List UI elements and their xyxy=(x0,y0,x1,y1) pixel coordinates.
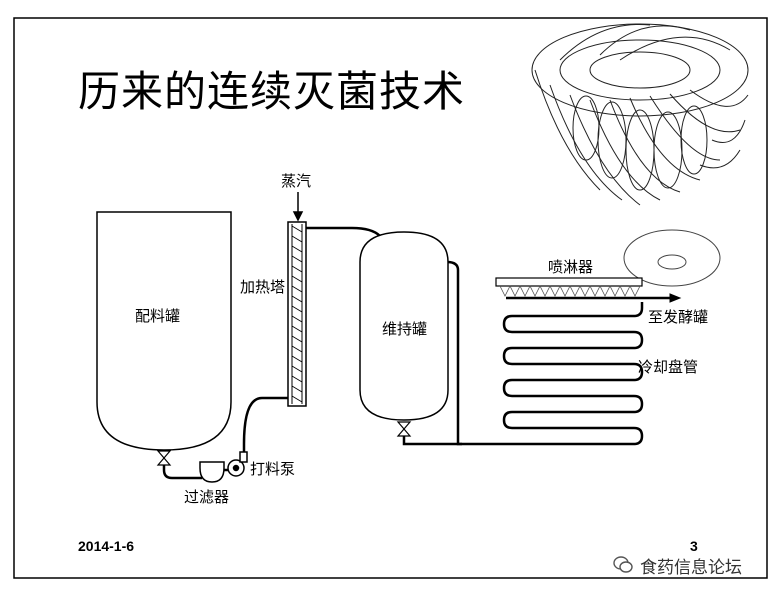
pump-icon xyxy=(227,451,248,477)
heating-tower xyxy=(287,221,307,407)
label-to-fermenter: 至发酵罐 xyxy=(648,308,709,326)
label-steam: 蒸汽 xyxy=(281,172,312,190)
watermark-text: 食药信息论坛 xyxy=(640,557,742,578)
batching-tank xyxy=(96,211,232,451)
steam-arrow-icon xyxy=(292,192,304,222)
label-holding-tank: 维持罐 xyxy=(382,320,428,338)
slide-date: 2014-1-6 xyxy=(78,538,135,554)
label-batching-tank: 配料罐 xyxy=(135,307,181,325)
label-heating-tower: 加热塔 xyxy=(240,278,286,296)
holding-tank xyxy=(359,231,449,421)
to-fermenter-arrow-icon xyxy=(506,293,682,303)
slide-title: 历来的连续灭菌技术 xyxy=(78,67,466,116)
holding-valve-icon xyxy=(396,421,412,437)
decorative-sphere-icon xyxy=(531,23,749,206)
page-number: 3 xyxy=(690,538,698,554)
chat-bubble-icon xyxy=(613,556,633,573)
label-filter: 过滤器 xyxy=(184,488,230,506)
sprayer xyxy=(495,277,643,297)
disc-icon xyxy=(623,229,721,287)
cooling-coil xyxy=(500,302,644,446)
label-pump: 打料泵 xyxy=(250,460,296,478)
label-sprayer: 喷淋器 xyxy=(548,258,594,276)
tank-valve-icon xyxy=(156,450,172,466)
watermark: 食药信息论坛 xyxy=(612,552,742,578)
filter-icon xyxy=(199,461,225,483)
slide-frame xyxy=(13,17,768,579)
label-cooling-coil: 冷却盘管 xyxy=(638,358,699,376)
